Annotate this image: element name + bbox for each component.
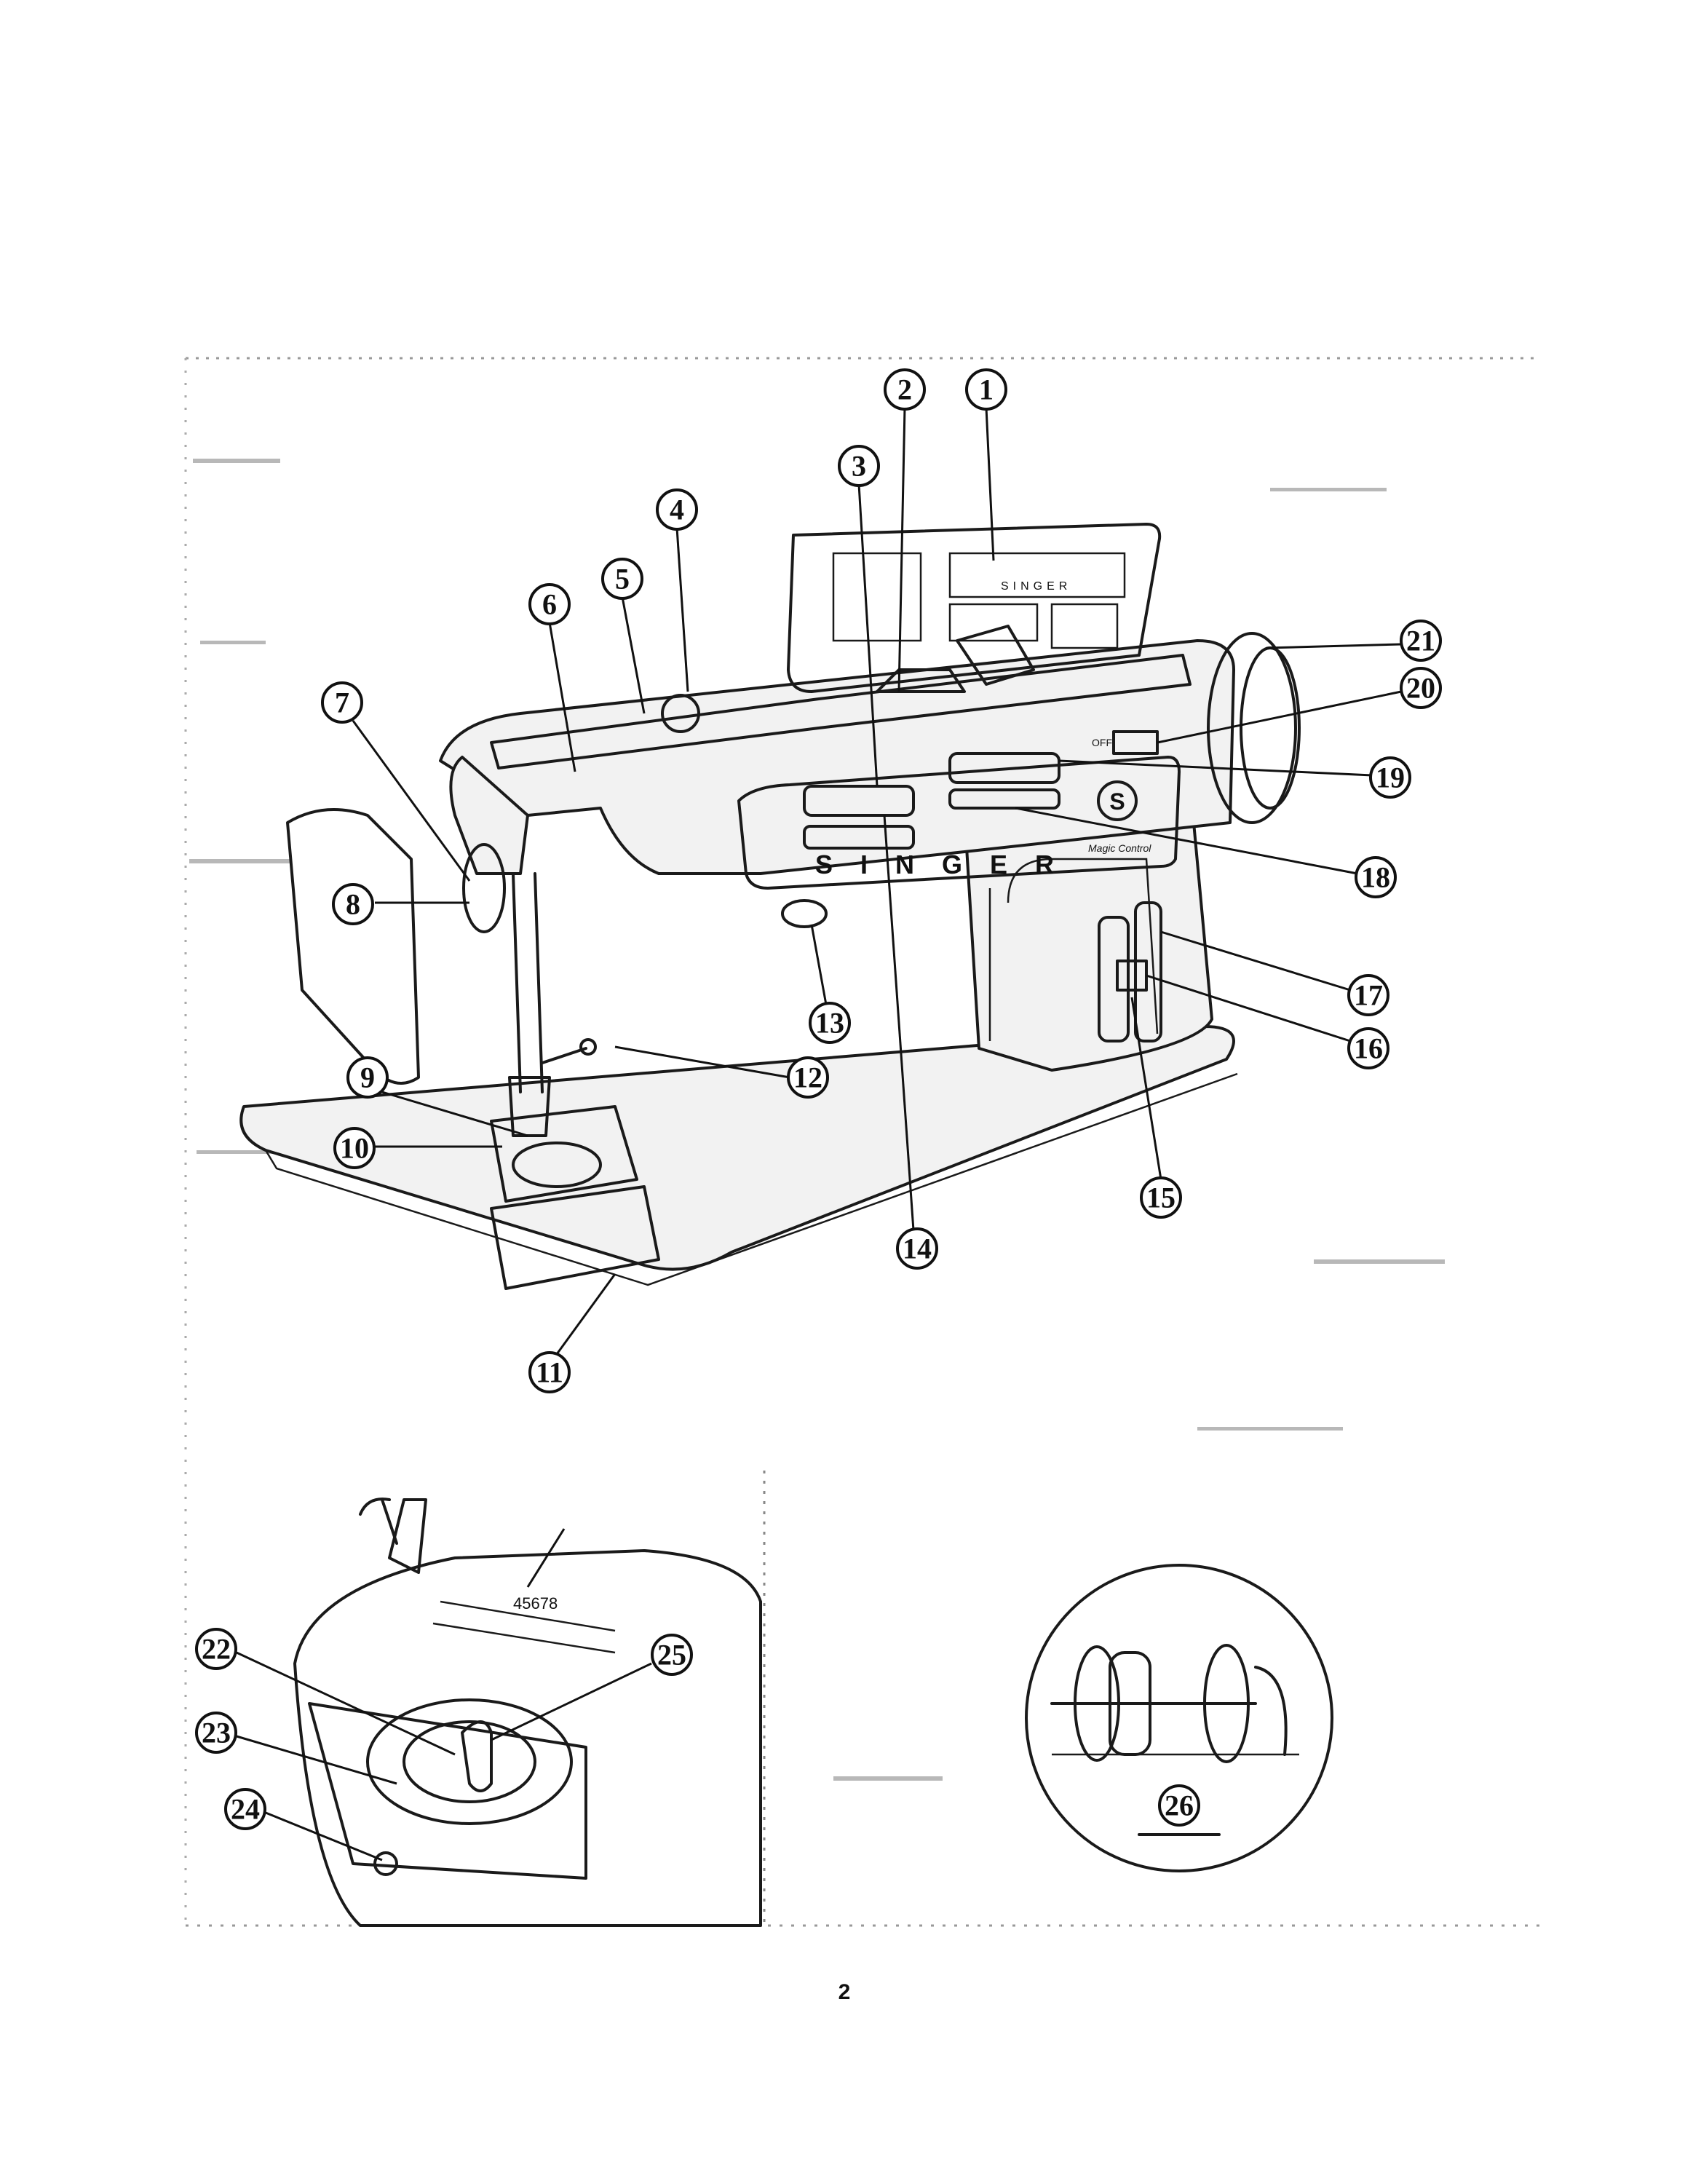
svg-text:17: 17 (1354, 979, 1383, 1012)
callout-4: 4 (656, 488, 698, 531)
svg-text:15: 15 (1146, 1182, 1175, 1214)
callout-24: 24 (224, 1788, 266, 1830)
svg-text:25: 25 (657, 1639, 686, 1671)
callout-2: 2 (884, 368, 926, 411)
callout-25: 25 (651, 1634, 693, 1676)
singer-s-logo: S (1109, 788, 1125, 815)
sewing-machine-diagram: SINGER (178, 349, 1547, 1951)
page-number: 2 (838, 1980, 851, 2004)
svg-text:10: 10 (340, 1132, 369, 1165)
callout-3: 3 (838, 445, 880, 487)
svg-text:12: 12 (793, 1061, 822, 1094)
callout-20: 20 (1400, 667, 1442, 709)
callout-7: 7 (321, 681, 363, 724)
svg-text:9: 9 (360, 1061, 375, 1094)
callout-17: 17 (1347, 974, 1389, 1016)
callout-15: 15 (1140, 1176, 1182, 1219)
callout-21: 21 (1400, 620, 1442, 662)
svg-text:11: 11 (536, 1356, 563, 1389)
svg-text:16: 16 (1354, 1032, 1383, 1065)
svg-text:6: 6 (542, 588, 557, 621)
svg-text:SINGER: SINGER (1001, 580, 1071, 593)
callout-13: 13 (809, 1002, 851, 1044)
scan-frame (184, 357, 1539, 1927)
svg-text:1: 1 (979, 373, 994, 406)
callout-18: 18 (1355, 856, 1397, 898)
callout-8: 8 (332, 883, 374, 925)
svg-text:23: 23 (202, 1717, 231, 1749)
model-script: Magic Control (1088, 842, 1151, 854)
callout-9: 9 (346, 1056, 389, 1099)
svg-text:24: 24 (231, 1793, 260, 1826)
svg-text:19: 19 (1376, 761, 1405, 794)
callout-23: 23 (195, 1712, 237, 1754)
svg-text:2: 2 (897, 373, 912, 406)
plate-numbers: 45678 (513, 1594, 558, 1613)
callout-6: 6 (528, 583, 571, 625)
brand-wordmark: SINGER (815, 850, 1082, 879)
svg-text:26: 26 (1165, 1789, 1194, 1822)
callout-12: 12 (787, 1056, 829, 1099)
bobbin-detail-illustration: 45678 (293, 1497, 762, 1927)
callout-1: 1 (965, 368, 1007, 411)
svg-text:3: 3 (852, 450, 866, 483)
svg-text:5: 5 (615, 563, 630, 596)
callout-11: 11 (528, 1351, 571, 1393)
leader-lines (236, 407, 1402, 1861)
svg-text:4: 4 (670, 494, 684, 526)
callout-5: 5 (601, 558, 643, 600)
svg-text:18: 18 (1361, 861, 1390, 894)
svg-text:20: 20 (1406, 672, 1435, 705)
switch-label: OFF (1092, 737, 1112, 748)
svg-text:22: 22 (202, 1633, 231, 1666)
callout-16: 16 (1347, 1027, 1389, 1069)
svg-text:8: 8 (346, 888, 360, 921)
svg-text:14: 14 (903, 1233, 932, 1265)
callout-26: 26 (1158, 1784, 1200, 1827)
callout-19: 19 (1369, 756, 1411, 799)
spool-pin-detail-illustration (1025, 1564, 1333, 1872)
sewing-machine-illustration: SINGER (239, 523, 1301, 1290)
svg-text:13: 13 (815, 1007, 844, 1040)
svg-text:21: 21 (1406, 625, 1435, 657)
callout-10: 10 (333, 1127, 376, 1169)
callout-14: 14 (896, 1227, 938, 1270)
svg-text:7: 7 (335, 687, 349, 719)
callout-22: 22 (195, 1628, 237, 1670)
